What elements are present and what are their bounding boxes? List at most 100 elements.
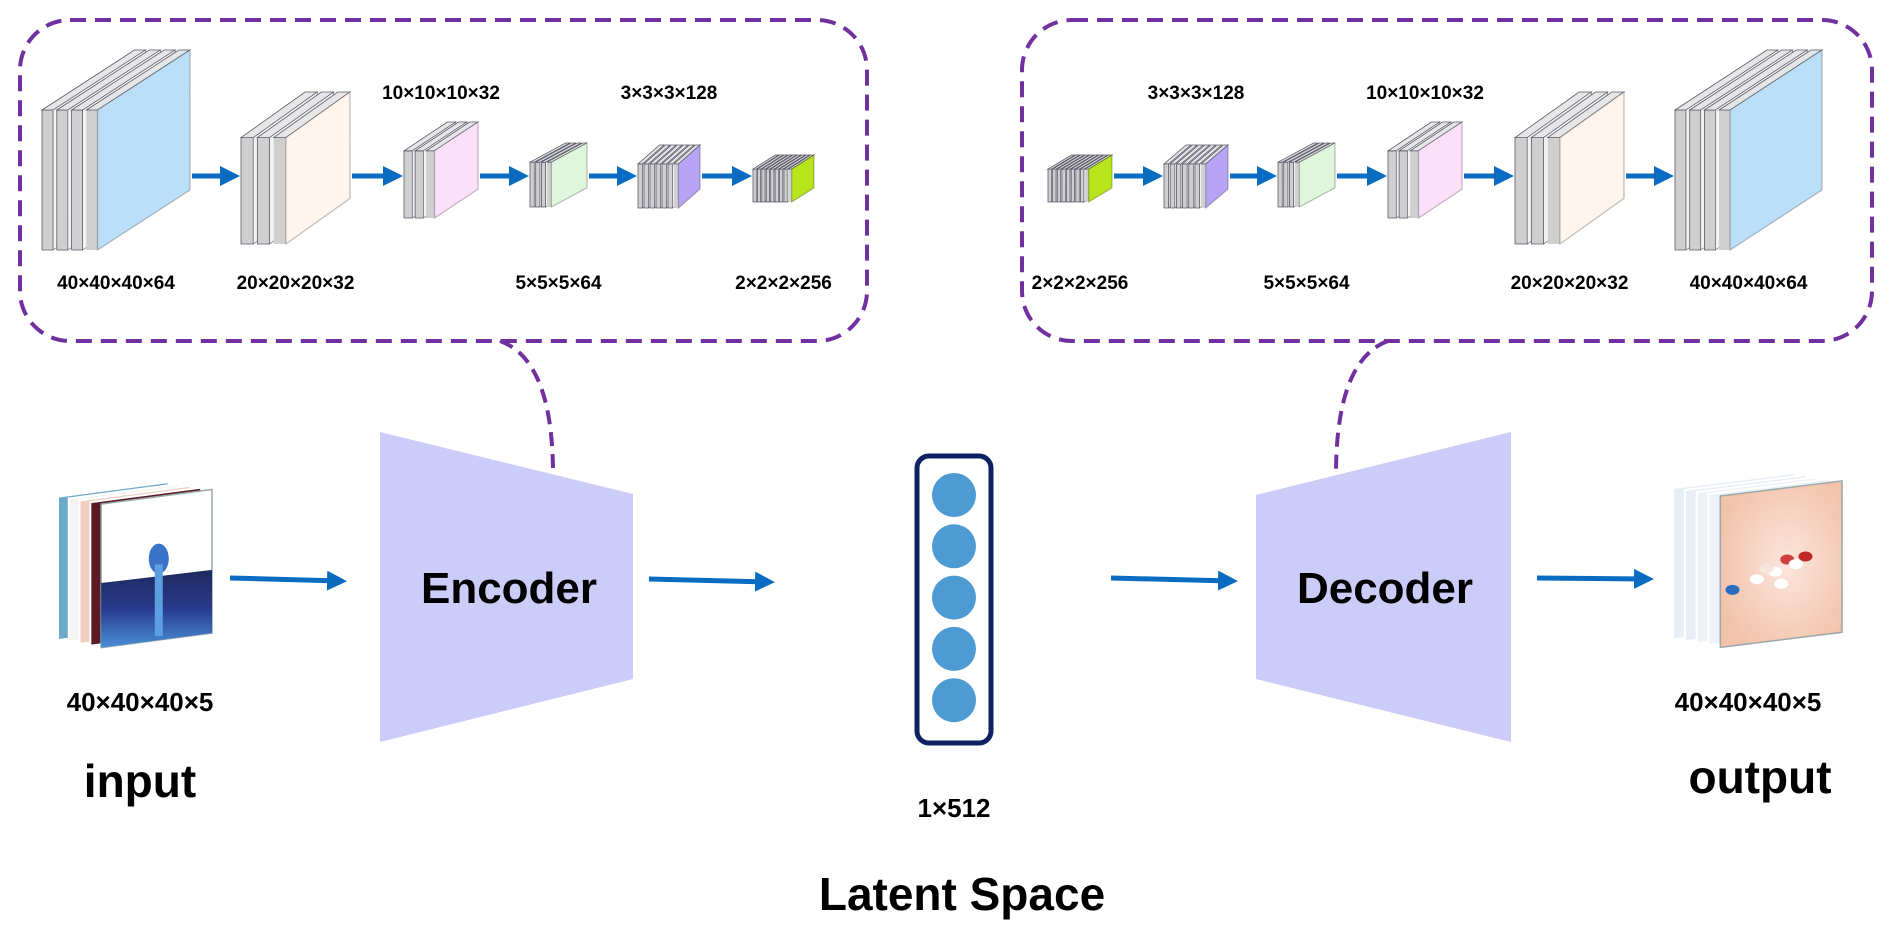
residual-spot [1788,559,1803,570]
slab-side [1387,150,1397,219]
slab-side [1514,137,1528,245]
slab-side [1547,137,1560,244]
slab-side [765,168,770,203]
encoder-block [380,432,633,742]
encoder-layer-5 [636,143,702,210]
input-plume-stem [154,564,163,637]
decoder-layer-3-shape: 5×5×5×64 [1263,273,1350,294]
encoder-layer-4-shape: 5×5×5×64 [515,273,602,294]
slab-side [1080,168,1085,203]
decoder-layer-4-shape: 10×10×10×32 [1366,83,1484,104]
slab-side [1075,168,1080,203]
slab-side [1169,163,1176,209]
slab-side [1719,110,1731,250]
slab-side [1052,168,1057,203]
decoder-panel-border [1020,18,1874,343]
input-plume [148,543,169,574]
slab-side [1061,168,1066,203]
slab-side [1047,168,1052,203]
input-label: input [84,755,196,807]
slab-side [1194,163,1200,209]
encoder-layers: 40×40×40×64 20×20×20×32 10×10×10×32 5×5×5×6… [40,48,832,294]
slab-side [1295,162,1300,207]
slab-side [1277,161,1283,208]
layer-front-face [1298,141,1336,209]
slab-side [56,109,69,251]
latent-space-title: Latent Space [819,868,1105,920]
slab-side [1163,163,1170,209]
latent-node [932,626,976,671]
encoder-layer-2 [239,90,352,246]
encoder-layer-1-shape: 40×40×40×64 [57,273,175,294]
decoder-detail-panel: 2×2×2×2563×3×3×1285×5×5×6410×10×10×3220×… [1020,18,1874,343]
encoder-layer-3-shape: 10×10×10×32 [382,83,500,104]
slab-side [1085,169,1089,202]
slab-side [1289,161,1295,208]
residual-spot [1725,584,1740,595]
layer-front-face [1559,90,1625,246]
slab-side [788,169,792,202]
slab-side [71,109,84,251]
slab-side [1689,109,1702,251]
slab-side [256,137,271,245]
decoder-layer-1-shape: 2×2×2×256 [1032,273,1129,294]
residual-spot [1759,563,1774,574]
slab-side [637,163,643,209]
decoder-layer-3 [1277,141,1336,209]
slab-side [414,150,424,219]
arrow-input-to-encoder [229,570,347,591]
input-volume [57,480,213,649]
slab-side [273,137,286,244]
latent-node [932,524,976,569]
slab-side [1674,109,1687,251]
decoder-block [1256,432,1511,742]
encoder-panel-border [18,18,869,343]
slab-side [661,163,667,209]
layer-front-face [1417,120,1463,220]
slab-side [529,161,535,208]
encoder-layer-6-shape: 2×2×2×256 [735,273,832,294]
encoder-detail-panel: 40×40×40×64 20×20×20×32 10×10×10×32 5×5×5×6… [18,18,869,343]
slab-side [649,163,655,209]
encoder-layer-1 [40,48,192,252]
slab-side [757,168,762,203]
slab-side [1188,163,1194,209]
slab-side [547,162,552,207]
encoder-layer-5-shape: 3×3×3×128 [621,83,718,104]
decoder-layer-2 [1162,143,1230,210]
layer-front-face [285,90,351,246]
slab-side [761,168,766,203]
encoder-label: Encoder [421,564,597,613]
slab-side [673,163,679,208]
decoder-layer-1 [1046,153,1114,204]
slab-side [1704,109,1716,251]
residual-spot [1774,578,1789,589]
slab-side [1056,168,1062,203]
slab-side [774,168,779,203]
slab-side [1530,137,1545,245]
decoder-layers: 2×2×2×2563×3×3×1285×5×5×6410×10×10×3220×… [1032,48,1824,294]
volume-front-slice [1719,480,1843,649]
layer-front-face [550,141,588,209]
layer-front-face [1087,153,1113,204]
decoder-layer-5-shape: 20×20×20×32 [1511,273,1629,294]
residual-spot [1749,574,1764,585]
decoder-layer-6-shape: 40×40×40×64 [1690,273,1808,294]
slab-side [779,168,784,203]
layer-front-face [1729,48,1823,252]
arrow-latent-to-decoder [1110,570,1238,591]
slab-side [667,163,673,209]
slab-side [1175,163,1182,209]
latent-nodes [932,473,976,723]
slab-side [752,168,757,203]
layer-front-face [677,143,701,210]
output-volume [1672,471,1843,649]
residual-spot [1798,551,1813,562]
slab-side [1066,168,1071,203]
latent-node [932,473,976,517]
slab-side [643,163,649,209]
encoder-layer-6 [751,153,816,204]
input-shape-label: 40×40×40×5 [67,687,214,717]
encoder-layer-2-shape: 20×20×20×32 [237,273,355,294]
